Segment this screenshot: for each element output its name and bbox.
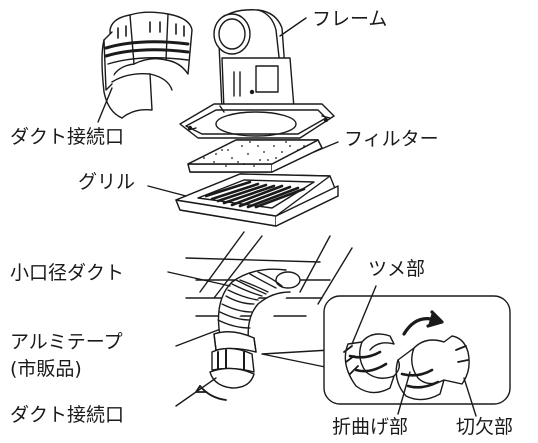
label-aluminum-tape-note: (市販品): [10, 358, 82, 380]
leader-duct-connector-bottom: [175, 377, 217, 407]
label-duct-connector-top: ダクト接続口: [10, 126, 125, 148]
label-claw: ツメ部: [368, 258, 426, 280]
leader-grille: [147, 185, 187, 197]
duct-connector-part-top: [101, 11, 193, 119]
connector-detail: [343, 333, 470, 401]
label-duct-connector-bottom: ダクト接続口: [10, 404, 125, 426]
label-aluminum-tape: アルミテープ: [10, 331, 123, 353]
filter-part: [187, 139, 323, 173]
leader-notch: [463, 377, 477, 417]
label-filter: フィルター: [344, 128, 439, 150]
leader-frame: [279, 17, 307, 37]
leader-claw: [351, 285, 377, 345]
label-frame: フレーム: [312, 8, 388, 30]
rotation-arrowhead-icon: [426, 310, 444, 328]
leader-duct-connector-top: [97, 87, 113, 123]
frame-part: [179, 9, 335, 139]
leader-fold: [397, 371, 411, 415]
callout-pointer: [261, 349, 331, 369]
label-grille: グリル: [78, 171, 136, 193]
leader-small-duct: [167, 271, 231, 287]
grille-part: [175, 173, 339, 227]
label-notch: 切欠部: [456, 416, 514, 438]
flexible-duct: [195, 268, 301, 401]
leader-aluminum-tape: [175, 329, 219, 347]
leader-filter: [313, 141, 339, 153]
label-fold: 折曲げ部: [332, 416, 409, 438]
label-small-duct: 小口径ダクト: [10, 262, 125, 284]
